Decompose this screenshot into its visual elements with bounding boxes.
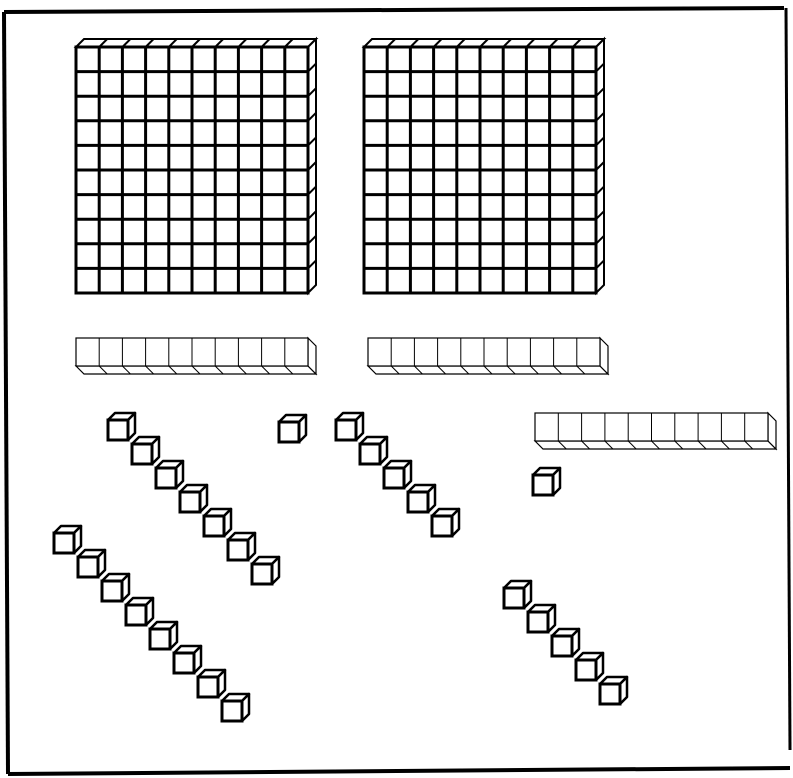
unit-cube bbox=[336, 413, 363, 440]
unit-cube bbox=[408, 485, 435, 512]
unit-cube bbox=[204, 509, 231, 536]
unit-cube bbox=[576, 653, 603, 680]
unit-cube bbox=[432, 509, 459, 536]
unit-cube bbox=[228, 533, 255, 560]
single-unit-cube-1 bbox=[279, 415, 306, 442]
hundred-flat-2 bbox=[364, 39, 604, 293]
ten-rod-2 bbox=[368, 338, 608, 374]
ten-rod-3 bbox=[535, 413, 776, 449]
unit-cube bbox=[384, 461, 411, 488]
unit-cube bbox=[132, 437, 159, 464]
ones-diagonal-group-3 bbox=[336, 413, 459, 536]
unit-cube bbox=[552, 629, 579, 656]
ones-diagonal-group-4 bbox=[504, 581, 627, 704]
unit-cube bbox=[533, 468, 560, 495]
hundred-flat-1 bbox=[76, 39, 316, 293]
unit-cube bbox=[198, 670, 225, 697]
unit-cube bbox=[222, 694, 249, 721]
ten-rod-1 bbox=[76, 338, 316, 374]
unit-cube bbox=[78, 550, 105, 577]
single-unit-cube-2 bbox=[533, 468, 560, 495]
unit-cube bbox=[174, 646, 201, 673]
unit-cube bbox=[600, 677, 627, 704]
unit-cube bbox=[54, 526, 81, 553]
ones-diagonal-group-1 bbox=[108, 413, 279, 584]
unit-cube bbox=[126, 598, 153, 625]
unit-cube bbox=[504, 581, 531, 608]
unit-cube bbox=[156, 461, 183, 488]
unit-cube bbox=[279, 415, 306, 442]
unit-cube bbox=[150, 622, 177, 649]
unit-cube bbox=[360, 437, 387, 464]
unit-cube bbox=[252, 557, 279, 584]
unit-cube bbox=[528, 605, 555, 632]
unit-cube bbox=[180, 485, 207, 512]
ones-diagonal-group-2 bbox=[54, 526, 249, 721]
unit-cube bbox=[108, 413, 135, 440]
unit-cube bbox=[102, 574, 129, 601]
